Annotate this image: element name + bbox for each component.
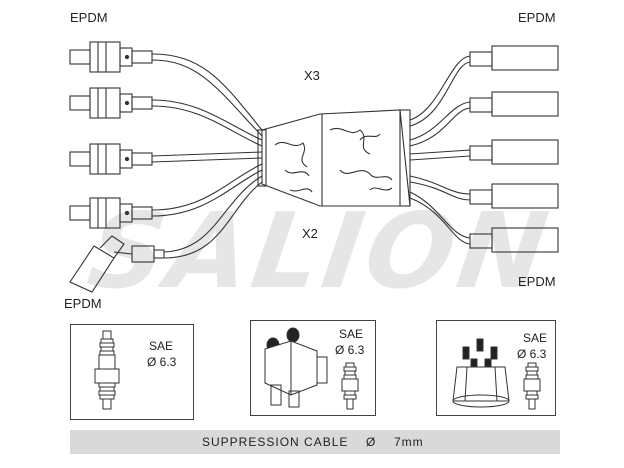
epdm-label-bottom-right: EPDM — [518, 274, 556, 289]
right-connector-4 — [469, 183, 559, 209]
angled-coil-connector — [69, 235, 165, 293]
distributor-cap-icon — [452, 338, 510, 408]
footer-diameter-value: 7mm — [394, 435, 424, 449]
footer-text: SUPPRESSION CABLE — [202, 435, 349, 449]
central-cable-boot — [257, 109, 411, 207]
box3-standard: SAE — [523, 331, 548, 345]
multiplier-label-x3: X3 — [304, 68, 320, 83]
left-plug-connector-3 — [69, 143, 153, 175]
right-connector-5 — [469, 227, 559, 253]
epdm-label-top-right: EPDM — [518, 10, 556, 25]
spark-plug-icon — [94, 330, 120, 410]
multiplier-label-x2: X2 — [302, 226, 318, 241]
epdm-label-top-left: EPDM — [70, 10, 108, 25]
box3-size: Ø 6.3 — [517, 347, 547, 361]
suppression-cable-bar: SUPPRESSION CABLE Ø 7mm — [70, 430, 560, 454]
left-wires — [151, 53, 263, 259]
box1-standard: SAE — [149, 339, 174, 353]
left-plug-connector-4 — [69, 197, 153, 229]
box2-standard: SAE — [339, 327, 364, 341]
left-plug-connector-2 — [69, 87, 153, 119]
box1-size: Ø 6.3 — [147, 355, 177, 369]
terminal-thread-icon — [341, 362, 359, 410]
right-connector-3 — [469, 139, 559, 165]
epdm-label-bottom-left: EPDM — [64, 296, 102, 311]
right-connector-1 — [469, 45, 559, 71]
footer-diameter-symbol: Ø — [366, 435, 377, 449]
terminal-thread-icon-2 — [523, 362, 541, 410]
terminal-box-distributor: SAE Ø 6.3 — [436, 320, 556, 416]
coil-cap-icon — [264, 327, 328, 408]
box2-size: Ø 6.3 — [335, 343, 365, 357]
terminal-box-spark-plug: SAE Ø 6.3 — [70, 324, 194, 420]
right-connector-2 — [469, 91, 559, 117]
terminal-box-coil: SAE Ø 6.3 — [250, 320, 376, 416]
right-wires — [409, 55, 471, 245]
ignition-harness-drawing — [69, 41, 559, 293]
left-plug-connector-1 — [69, 41, 153, 73]
